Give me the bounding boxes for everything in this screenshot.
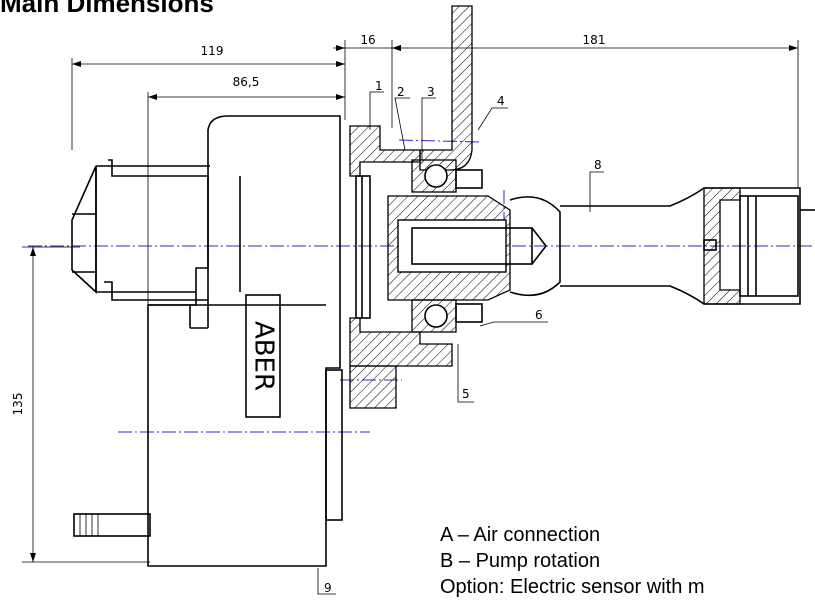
- part-number-3: 3: [427, 85, 435, 99]
- legend-item-option: Option: Electric sensor with m: [440, 576, 705, 598]
- dim-flange-thickness: 16: [360, 33, 375, 47]
- part-number-8: 8: [594, 158, 602, 172]
- legend-item-air-connection: A – Air connection: [440, 524, 601, 546]
- part-number-4: 4: [497, 94, 505, 108]
- dim-housing-depth: 86,5: [233, 75, 260, 89]
- dimension-lines: [22, 40, 799, 563]
- output-shaft: [509, 187, 815, 305]
- part-number-5: 5: [462, 387, 470, 401]
- coupling-hub: [387, 195, 548, 301]
- part-number-2: 2: [397, 85, 405, 99]
- dim-shaft-length: 181: [583, 33, 606, 47]
- part-number-1: 1: [375, 79, 383, 93]
- gearbox-housing: [71, 115, 343, 567]
- dim-overall-left: 119: [201, 44, 224, 58]
- legend-item-pump-rotation: B – Pump rotation: [440, 550, 601, 572]
- part-leaders: [317, 91, 604, 595]
- legend: A – Air connection B – Pump rotation Opt…: [440, 522, 815, 600]
- dim-height: 135: [11, 393, 25, 416]
- part-number-6: 6: [535, 308, 543, 322]
- part-number-9: 9: [324, 581, 332, 595]
- page-title: Main Dimensions: [0, 0, 214, 18]
- brand-plate-text: ABER: [249, 321, 279, 391]
- brand-plate: [245, 294, 281, 418]
